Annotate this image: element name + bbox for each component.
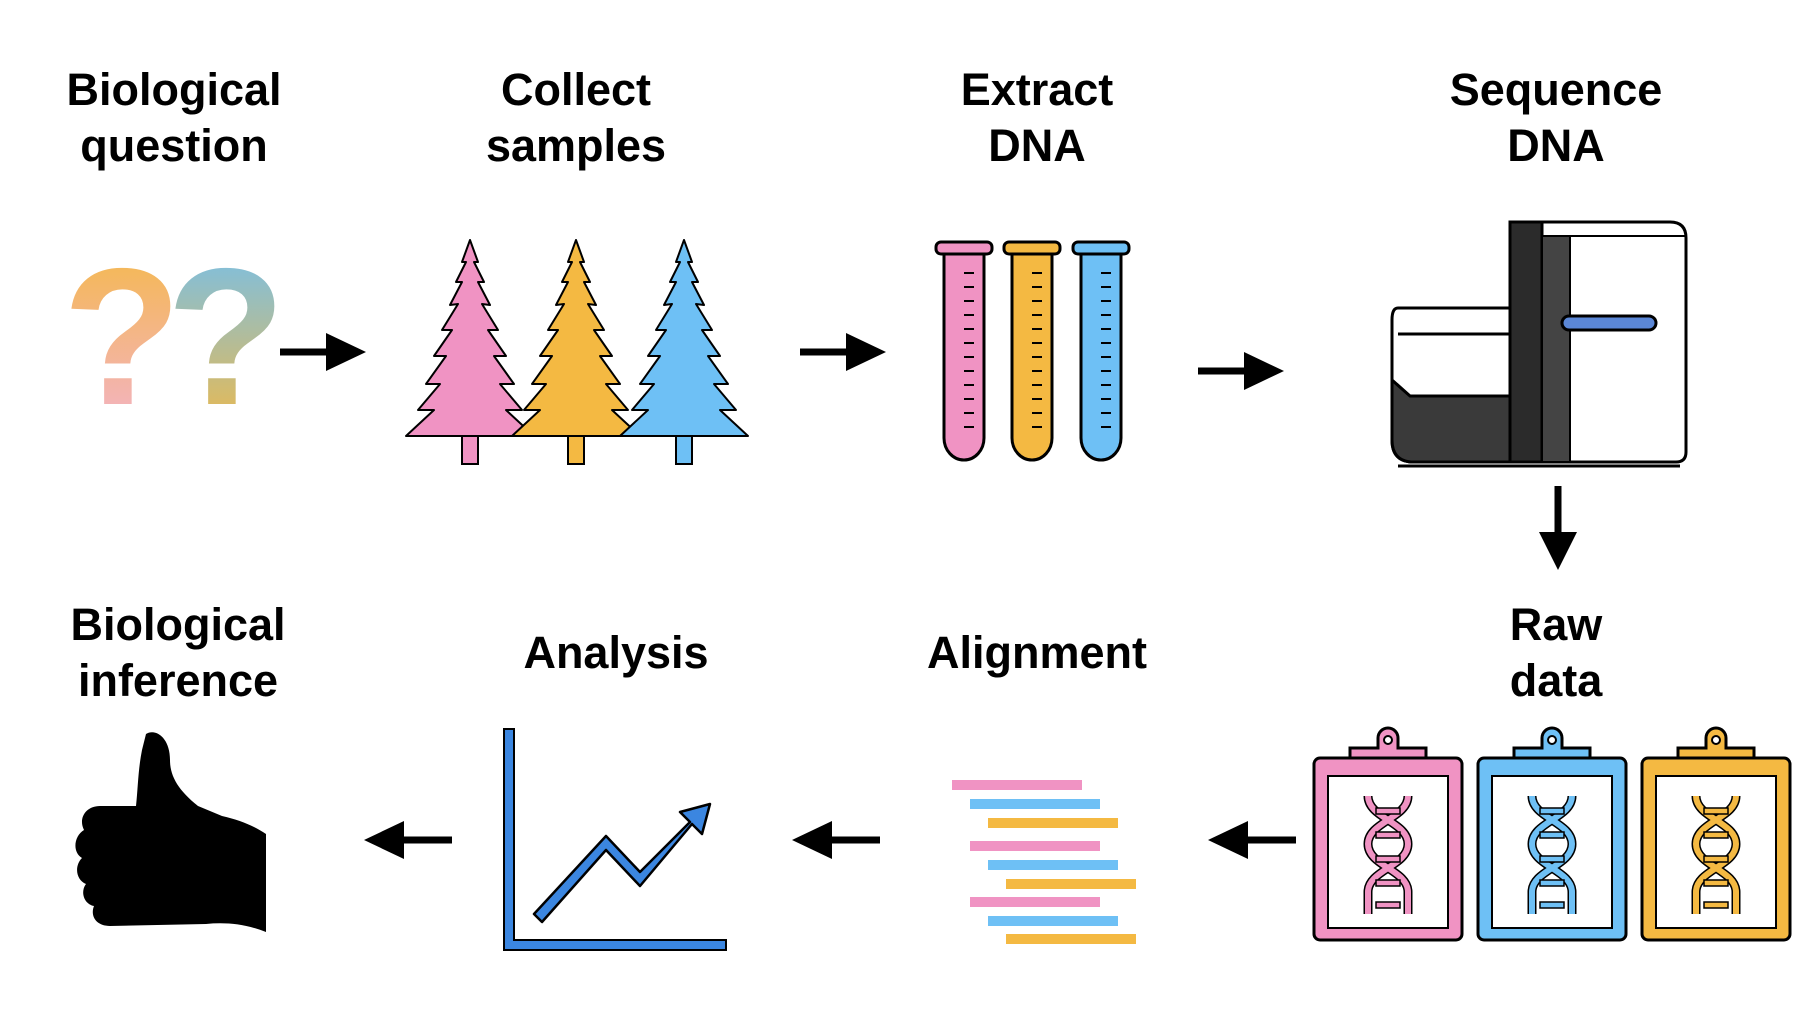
question-marks-icon: ? ?	[62, 228, 285, 446]
arrow-icon	[280, 333, 366, 371]
read-bar	[970, 799, 1100, 809]
svg-text:?: ?	[166, 228, 285, 446]
step-label-analysis: Analysis	[523, 625, 708, 681]
step-label-sequence-dna: Sequence DNA	[1450, 62, 1663, 174]
read-bar	[952, 780, 1082, 790]
step-label-raw-data: Raw data	[1510, 597, 1603, 709]
step-label-line: Extract	[960, 64, 1114, 115]
step-label-biological-question: Biological question	[66, 62, 281, 174]
read-bar	[988, 916, 1118, 926]
clipboard-dna-icon	[1476, 726, 1628, 942]
step-label-biological-inference: Biological inference	[70, 597, 285, 709]
tree-icon	[405, 239, 535, 465]
step-label-line: DNA	[988, 120, 1086, 171]
step-label-line: DNA	[1507, 120, 1605, 171]
read-bar	[970, 841, 1100, 851]
svg-text:?: ?	[62, 228, 181, 446]
step-label-line: Alignment	[927, 627, 1147, 678]
read-bar	[970, 897, 1100, 907]
step-label-extract-dna: Extract DNA	[961, 62, 1114, 174]
arrow-icon	[1539, 486, 1577, 570]
test-tube-icon	[1002, 240, 1062, 462]
step-label-line: Raw	[1509, 599, 1603, 650]
step-label-line: samples	[485, 120, 667, 171]
step-label-line: Biological	[70, 599, 286, 650]
arrow-icon	[364, 821, 452, 859]
alignment-reads-icon	[952, 780, 1136, 944]
test-tube-icon	[934, 240, 994, 462]
thumbs-up-icon	[75, 732, 266, 932]
step-label-collect-samples: Collect samples	[486, 62, 666, 174]
tree-icon	[511, 239, 641, 465]
step-label-alignment: Alignment	[927, 625, 1147, 681]
tree-icon	[619, 239, 749, 465]
read-bar	[1006, 934, 1136, 944]
line-chart-icon	[503, 728, 727, 951]
step-label-line: Biological	[66, 64, 282, 115]
step-label-line: data	[1509, 655, 1603, 706]
step-label-line: Sequence	[1449, 64, 1663, 115]
arrow-icon	[800, 333, 886, 371]
sequencer-machine-icon	[1390, 220, 1688, 468]
arrow-icon	[1198, 352, 1284, 390]
step-label-line: Analysis	[523, 627, 709, 678]
arrow-icon	[1208, 821, 1296, 859]
test-tube-icon	[1071, 240, 1131, 462]
arrow-icon	[792, 821, 880, 859]
read-bar	[988, 818, 1118, 828]
step-label-line: inference	[77, 655, 279, 706]
clipboard-dna-icon	[1640, 726, 1792, 942]
read-bar	[988, 860, 1118, 870]
step-label-line: Collect	[500, 64, 652, 115]
clipboard-dna-icon	[1312, 726, 1464, 942]
step-label-line: question	[80, 120, 268, 171]
read-bar	[1006, 879, 1136, 889]
